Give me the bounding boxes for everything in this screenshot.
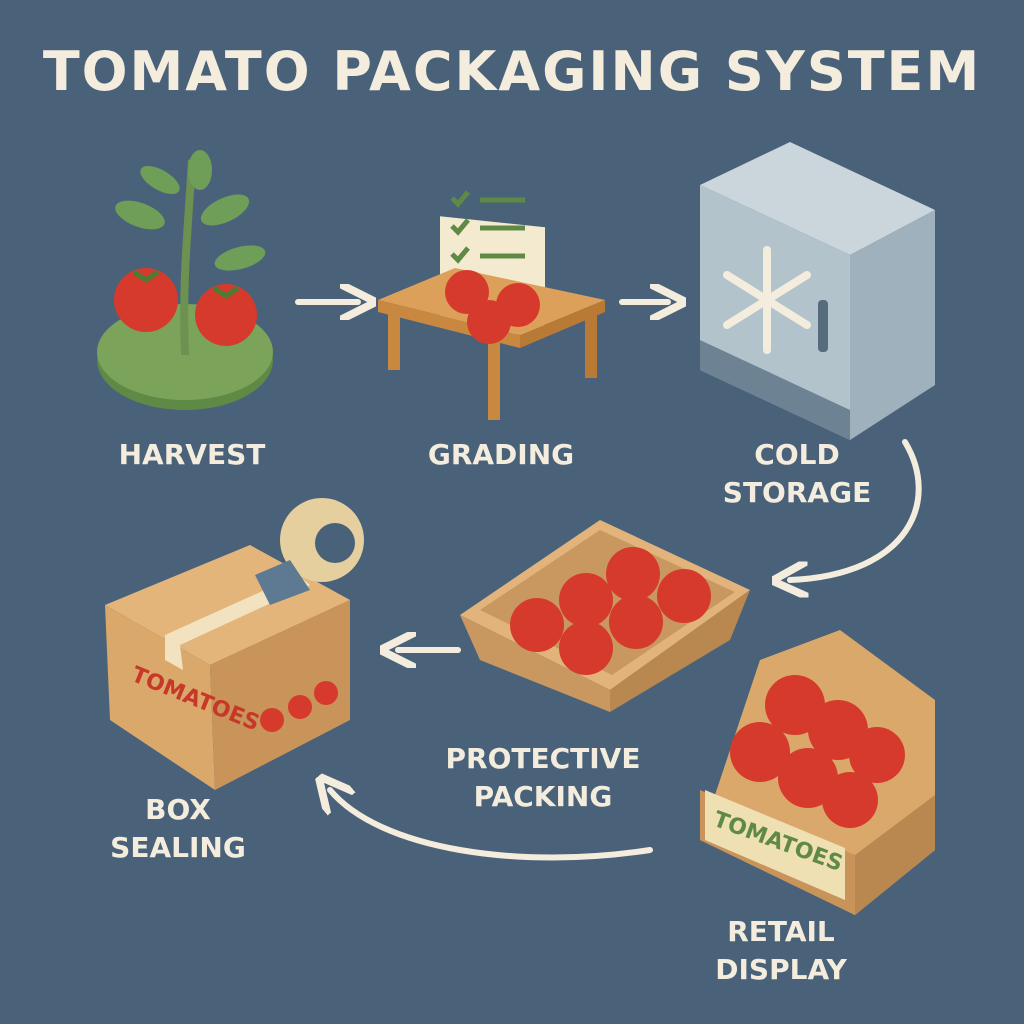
arrow-retail-to-box-sealing [330,790,653,861]
grading-table-icon [378,190,605,420]
step-grading-label: GRADING [427,438,575,471]
arrow-cold-storage-to-packing [790,439,922,580]
diagram-title: TOMATO PACKAGING SYSTEM [42,40,982,103]
snowflake-icon [723,246,811,354]
retail-display-crate-icon: TOMATOES [700,630,935,915]
cold-storage-fridge-icon [700,142,935,440]
sealed-box-icon: TOMATOES [105,498,364,790]
tomato-plant-icon [97,150,273,410]
step-harvest-label: HARVEST [118,438,266,471]
protective-packing-tray-icon [460,520,750,712]
